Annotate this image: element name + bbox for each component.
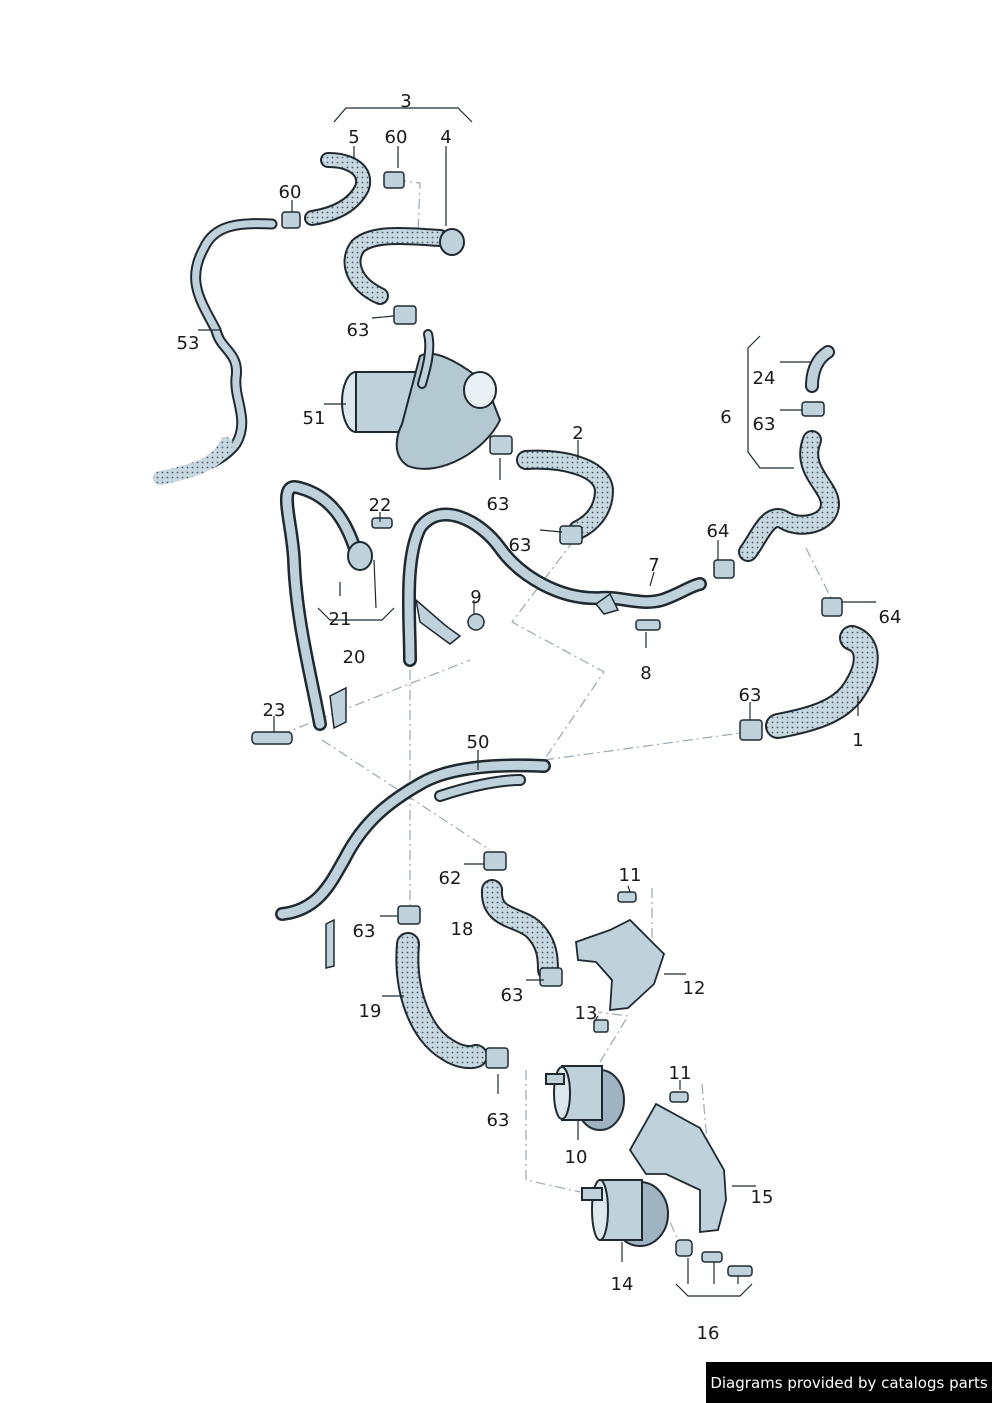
callout-23: 23	[262, 700, 286, 721]
callout-8: 8	[640, 663, 652, 684]
hose-2	[516, 449, 614, 540]
hose-5	[304, 152, 372, 226]
callout-10: 10	[564, 1147, 588, 1168]
callout-14: 14	[610, 1274, 634, 1295]
callout-16: 16	[696, 1323, 720, 1344]
callout-leaders	[198, 107, 876, 1297]
credit-banner: Diagrams provided by catalogs parts	[706, 1362, 992, 1403]
bracket-15	[628, 1102, 727, 1234]
pump-10	[545, 1065, 625, 1131]
callout-22: 22	[368, 495, 392, 516]
callout-7: 7	[648, 555, 660, 576]
callout-63-b: 63	[486, 494, 510, 515]
callout-11-a: 11	[618, 865, 642, 886]
hose-6	[738, 345, 840, 562]
callout-63-h: 63	[486, 1110, 510, 1131]
callout-20: 20	[342, 647, 366, 668]
hose-18	[481, 879, 559, 981]
callout-19: 19	[358, 1001, 382, 1022]
callout-50: 50	[466, 732, 490, 753]
callout-21: 21	[328, 609, 352, 630]
callout-4: 4	[440, 127, 452, 148]
callout-24: 24	[752, 368, 776, 389]
callout-63-d: 63	[752, 414, 776, 435]
callout-60-top: 60	[384, 127, 408, 148]
callout-9: 9	[470, 587, 482, 608]
callout-63-g: 63	[500, 985, 524, 1006]
callout-64-b: 64	[878, 607, 902, 628]
callout-63-f: 63	[352, 921, 376, 942]
pump-14	[581, 1179, 669, 1247]
callout-18: 18	[450, 919, 474, 940]
hose-1	[765, 625, 879, 739]
valve-51	[341, 329, 502, 470]
pipe-50	[275, 758, 551, 969]
callout-13: 13	[574, 1003, 598, 1024]
pipe-7	[401, 507, 707, 667]
callout-12: 12	[682, 978, 706, 999]
callout-60-left: 60	[278, 182, 302, 203]
callout-51: 51	[302, 408, 326, 429]
callout-63-e: 63	[738, 685, 762, 706]
callout-3: 3	[400, 91, 412, 112]
callout-5: 5	[348, 127, 360, 148]
callout-1: 1	[852, 730, 864, 751]
callout-6: 6	[720, 407, 732, 428]
callout-53: 53	[176, 333, 200, 354]
credit-text: Diagrams provided by catalogs parts	[710, 1373, 988, 1392]
callout-63-c: 63	[508, 535, 532, 556]
hose-19	[395, 932, 488, 1070]
callout-2: 2	[572, 423, 584, 444]
callout-15: 15	[750, 1187, 774, 1208]
hose-53	[153, 218, 278, 485]
callout-62: 62	[438, 868, 462, 889]
clamps	[251, 171, 843, 1277]
hose-4	[343, 226, 465, 305]
callout-64-a: 64	[706, 521, 730, 542]
leader-lines	[261, 179, 833, 1241]
bracket-12	[575, 918, 666, 1012]
pipe-20	[279, 480, 373, 731]
callout-11-b: 11	[668, 1063, 692, 1084]
callout-63-a: 63	[346, 320, 370, 341]
